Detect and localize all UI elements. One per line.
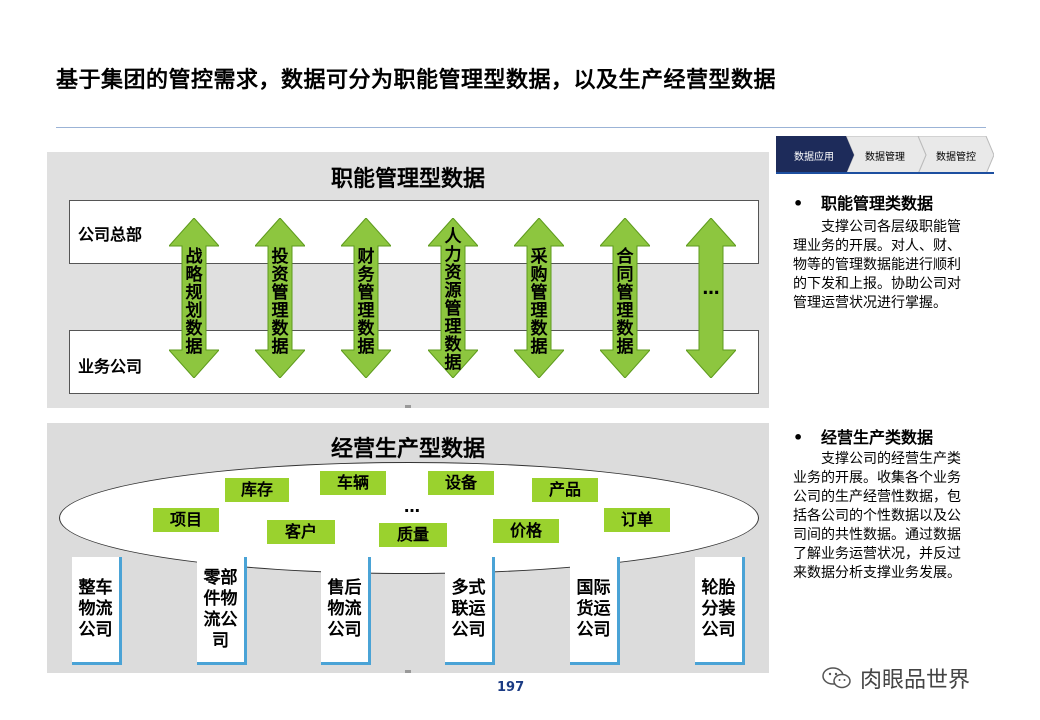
section-heading-text: 职能管理类数据 [821, 194, 934, 213]
panel-handle [405, 670, 411, 673]
arrow-label: … [702, 279, 720, 299]
double-arrow: 投资管理数据 [255, 218, 305, 378]
company-box: 轮胎分装公司 [695, 557, 745, 665]
double-arrow-icon [600, 218, 650, 378]
bullet-icon: • [793, 194, 804, 213]
breadcrumb-tabs: 数据应用 数据管理 数据管控 [776, 136, 994, 174]
tag-cheliang: 车辆 [320, 471, 386, 495]
tag-shebei: 设备 [428, 471, 494, 495]
wechat-icon [822, 667, 851, 689]
arrow-label: 采购管理数据 [530, 247, 548, 357]
company-name: 售后物流公司 [327, 578, 362, 640]
tag-more: … [404, 497, 420, 516]
tag-kehu: 客户 [267, 520, 335, 544]
tag-jiage: 价格 [493, 519, 559, 543]
double-arrow: … [686, 218, 736, 378]
arrow-label: 战略规划数据 [185, 247, 203, 357]
page-number: 197 [497, 680, 525, 695]
company-box: 售后物流公司 [321, 557, 371, 665]
tag-dingdan: 订单 [604, 508, 670, 532]
section-heading-functional: • 职能管理类数据 [793, 190, 933, 214]
company-name: 国际货运公司 [576, 578, 611, 640]
double-arrow: 战略规划数据 [169, 218, 219, 378]
tag-zhiliang: 质量 [379, 523, 447, 547]
operational-data-title: 经营生产型数据 [330, 437, 485, 462]
double-arrow: 采购管理数据 [514, 218, 564, 378]
company-name: 多式联运公司 [451, 578, 486, 640]
operational-data-panel: 经营生产型数据 库存 车辆 设备 产品 项目 客户 质量 价格 订单 … [47, 423, 769, 673]
double-arrow: 合同管理数据 [600, 218, 650, 378]
subsidiary-label: 业务公司 [78, 357, 143, 376]
double-arrow-icon [686, 218, 736, 378]
title-divider [56, 127, 986, 128]
arrow-label: 人力资源管理数据 [444, 227, 462, 373]
tag-xiangmu: 项目 [153, 508, 219, 532]
section-body-operational: 支撑公司的经营生产类业务的开展。收集各个业务公司的生产经营性数据，包括各公司的个… [793, 451, 961, 581]
tag-chanpin: 产品 [532, 478, 598, 502]
panel-handle [405, 405, 411, 408]
company-name: 轮胎分装公司 [701, 578, 736, 640]
double-arrow: 财务管理数据 [341, 218, 391, 378]
double-arrow-icon [255, 218, 305, 378]
bullet-icon: • [793, 428, 804, 447]
company-name: 零部件物流公司 [203, 567, 238, 651]
functional-data-panel: 职能管理型数据 公司总部 业务公司 [47, 152, 769, 408]
arrow-label: 合同管理数据 [616, 247, 634, 357]
company-box: 零部件物流公司 [197, 557, 247, 665]
watermark-text: 肉眼品世界 [860, 668, 971, 693]
section-body-functional: 支撑公司各层级职能管理业务的开展。对人、财、物等的管理数据能进行顺利的下发和上报… [793, 219, 961, 311]
arrow-label: 投资管理数据 [271, 247, 289, 357]
double-arrow-icon [514, 218, 564, 378]
double-arrow-icon [341, 218, 391, 378]
section-heading-text: 经营生产类数据 [821, 428, 934, 447]
company-box: 国际货运公司 [570, 557, 620, 665]
functional-data-title: 职能管理型数据 [330, 167, 485, 192]
tag-kucun: 库存 [225, 478, 289, 502]
company-box: 整车物流公司 [72, 557, 122, 665]
section-heading-operational: • 经营生产类数据 [793, 424, 933, 448]
slide-title: 基于集团的管控需求，数据可分为职能管理型数据，以及生产经营型数据 [56, 68, 777, 93]
hq-label: 公司总部 [78, 225, 143, 244]
company-box: 多式联运公司 [445, 557, 495, 665]
double-arrow: 人力资源管理数据 [428, 218, 478, 378]
tab-data-control[interactable]: 数据管控 [936, 151, 976, 163]
double-arrow-icon [428, 218, 478, 378]
watermark: 肉眼品世界 [822, 662, 970, 694]
company-name: 整车物流公司 [78, 578, 113, 640]
tabs-chevrons [776, 136, 994, 174]
arrow-label: 财务管理数据 [357, 247, 375, 357]
double-arrow-icon [169, 218, 219, 378]
tab-data-management[interactable]: 数据管理 [865, 151, 905, 163]
tab-data-application[interactable]: 数据应用 [794, 151, 834, 163]
